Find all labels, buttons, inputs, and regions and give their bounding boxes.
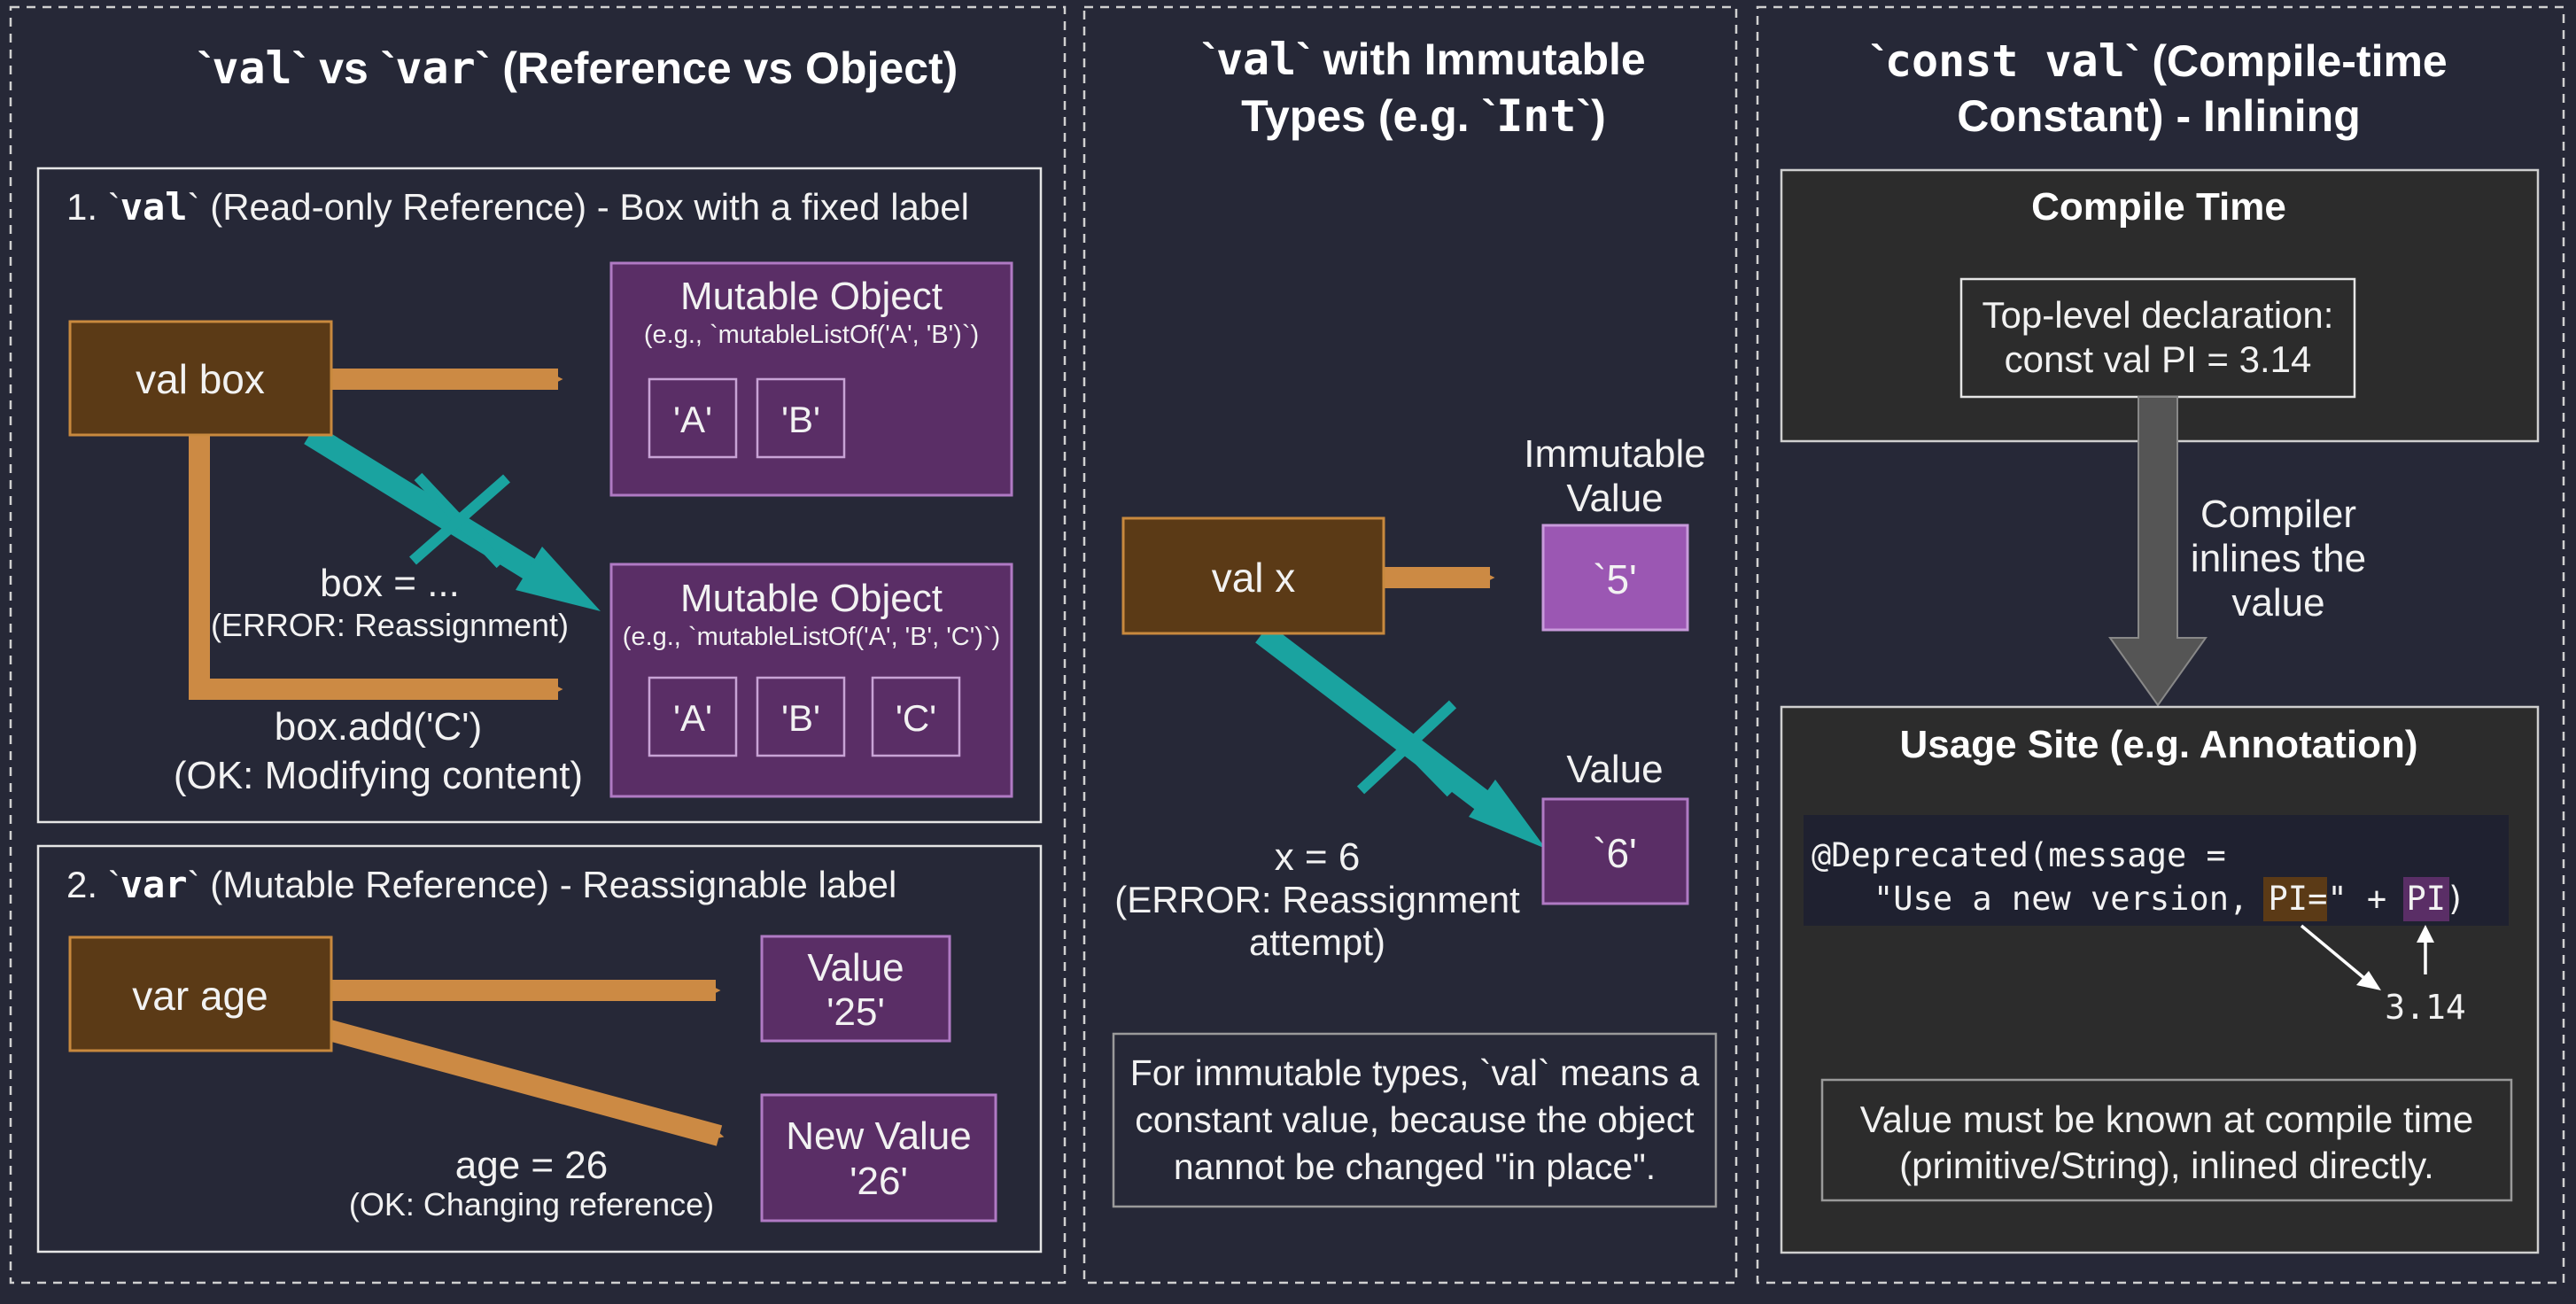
panel3-title-line2: Constant) - Inlining bbox=[1957, 91, 2360, 141]
code-line-1: @Deprecated(message = bbox=[1812, 836, 2226, 874]
change-code-label: age = 26 bbox=[455, 1144, 609, 1187]
value-6-box bbox=[1541, 797, 1689, 905]
section-var-label: 2. `var` (Mutable Reference) - Reassigna… bbox=[66, 863, 896, 906]
compile-time-heading: Compile Time bbox=[2031, 185, 2286, 229]
section-var-box bbox=[36, 844, 1043, 1254]
inline-label-line2: inlines the bbox=[2191, 537, 2366, 580]
panel-val-immutable bbox=[1082, 5, 1738, 1285]
val-x-reassign-error-arrowhead bbox=[1469, 780, 1546, 849]
immutable-note-line2: constant value, because the object bbox=[1135, 1099, 1695, 1140]
pi-pointer-head bbox=[2417, 925, 2434, 943]
reassignment-error-arrowhead bbox=[516, 547, 601, 611]
immutable-note-line3: nannot be changed "in place". bbox=[1174, 1146, 1656, 1187]
x-reassign-note-line2: attempt) bbox=[1249, 921, 1385, 963]
immutable-note-line1: For immutable types, `val` means a bbox=[1130, 1052, 1700, 1093]
var-age-reference bbox=[68, 935, 333, 1052]
change-ok-note: (OK: Changing reference) bbox=[349, 1186, 714, 1222]
panel2-title-line2: Types (e.g. `Int`) bbox=[1241, 90, 1606, 142]
object-2-item-c: 'C' bbox=[896, 697, 936, 739]
usage-site-heading: Usage Site (e.g. Annotation) bbox=[1899, 723, 2417, 766]
immutable-note-box bbox=[1112, 1032, 1718, 1208]
immutable-value-label-line1: Immutable bbox=[1524, 432, 1705, 476]
mutable-object-1-title: Mutable Object bbox=[680, 275, 943, 318]
reassignment-error-arrow bbox=[304, 423, 547, 586]
modify-ok-note: (OK: Modifying content) bbox=[174, 754, 583, 797]
object-1-item-b: 'B' bbox=[781, 399, 820, 440]
val-x-label: val x bbox=[1212, 555, 1296, 601]
modify-content-arrow bbox=[189, 434, 563, 700]
modify-code-label: box.add('C') bbox=[275, 705, 482, 749]
const-note-line2: (primitive/String), inlined directly. bbox=[1899, 1145, 2434, 1186]
section-val-box bbox=[36, 167, 1043, 824]
panel-val-vs-var bbox=[9, 5, 1067, 1285]
mutable-object-1-subtitle: (e.g., `mutableListOf('A', 'B')`) bbox=[644, 321, 979, 349]
value-25-value: '25' bbox=[826, 990, 885, 1034]
val-box-reference bbox=[68, 320, 333, 437]
pi-equals-pointer bbox=[2300, 924, 2367, 981]
pi-equals-highlight bbox=[2263, 877, 2327, 921]
object-1-item-a: 'A' bbox=[673, 399, 712, 440]
declaration-line2: const val PI = 3.14 bbox=[2005, 338, 2312, 380]
section-val-label: 1. `val` (Read-only Reference) - Box wit… bbox=[66, 185, 969, 229]
mutable-object-2-title: Mutable Object bbox=[680, 577, 943, 620]
panel1-title: `val` vs `var` (Reference vs Object) bbox=[198, 43, 958, 94]
value-6-label: Value bbox=[1566, 748, 1663, 791]
code-line-2: "Use a new version, PI=" + PI) bbox=[1874, 880, 2465, 918]
x-reassign-note-line1: (ERROR: Reassignment bbox=[1114, 879, 1520, 920]
reassign-code-label: box = ... bbox=[320, 562, 460, 605]
val-x-reference bbox=[1121, 516, 1385, 635]
inlined-value: 3.14 bbox=[2385, 988, 2466, 1027]
value-25-box bbox=[760, 935, 951, 1043]
panel3-title-line1: `const val` (Compile-time bbox=[1870, 35, 2448, 87]
new-value-26-title: New Value bbox=[786, 1114, 972, 1158]
object-2-item-a: 'A' bbox=[673, 697, 712, 739]
inline-label-line3: value bbox=[2231, 581, 2324, 625]
inline-label-line1: Compiler bbox=[2200, 493, 2356, 536]
object-1-item-b-box bbox=[756, 377, 846, 459]
declaration-line1: Top-level declaration: bbox=[1982, 294, 2334, 336]
val-x-cross-mark-icon bbox=[1356, 700, 1457, 797]
x-reassign-code: x = 6 bbox=[1275, 835, 1361, 879]
object-2-item-b-box bbox=[756, 676, 846, 757]
cross-mark-icon bbox=[409, 472, 510, 569]
mutable-object-2 bbox=[609, 563, 1013, 798]
usage-site-box bbox=[1780, 705, 2540, 1254]
panel2-title-line1: `val` with Immutable bbox=[1201, 34, 1645, 85]
const-note-box bbox=[1820, 1078, 2513, 1202]
object-2-item-c-box bbox=[871, 676, 961, 757]
reassign-error-note: (ERROR: Reassignment) bbox=[211, 607, 569, 643]
pi-highlight bbox=[2403, 877, 2449, 921]
var-age-label: var age bbox=[132, 973, 268, 1019]
code-block bbox=[1804, 815, 2509, 926]
new-value-26-value: '26' bbox=[850, 1160, 908, 1203]
value-5-box bbox=[1541, 524, 1689, 632]
immutable-value-label-line2: Value bbox=[1566, 477, 1663, 520]
object-1-item-a-box bbox=[648, 377, 738, 459]
new-value-26-box bbox=[760, 1093, 997, 1222]
value-25-title: Value bbox=[807, 946, 904, 990]
object-2-item-b: 'B' bbox=[781, 697, 820, 739]
object-2-item-a-box bbox=[648, 676, 738, 757]
mutable-object-2-subtitle: (e.g., `mutableListOf('A', 'B', 'C')`) bbox=[623, 623, 1000, 651]
pi-equals-pointer-head bbox=[2356, 971, 2381, 990]
compiler-inline-arrow bbox=[2108, 396, 2207, 707]
val-box-label: val box bbox=[136, 356, 265, 402]
var-age-to-new-value-arrow bbox=[326, 1020, 725, 1146]
value-5: `5' bbox=[1593, 556, 1637, 602]
const-note-line1: Value must be known at compile time bbox=[1860, 1098, 2474, 1140]
value-6: `6' bbox=[1593, 830, 1637, 876]
panel-const-val bbox=[1756, 5, 2565, 1285]
